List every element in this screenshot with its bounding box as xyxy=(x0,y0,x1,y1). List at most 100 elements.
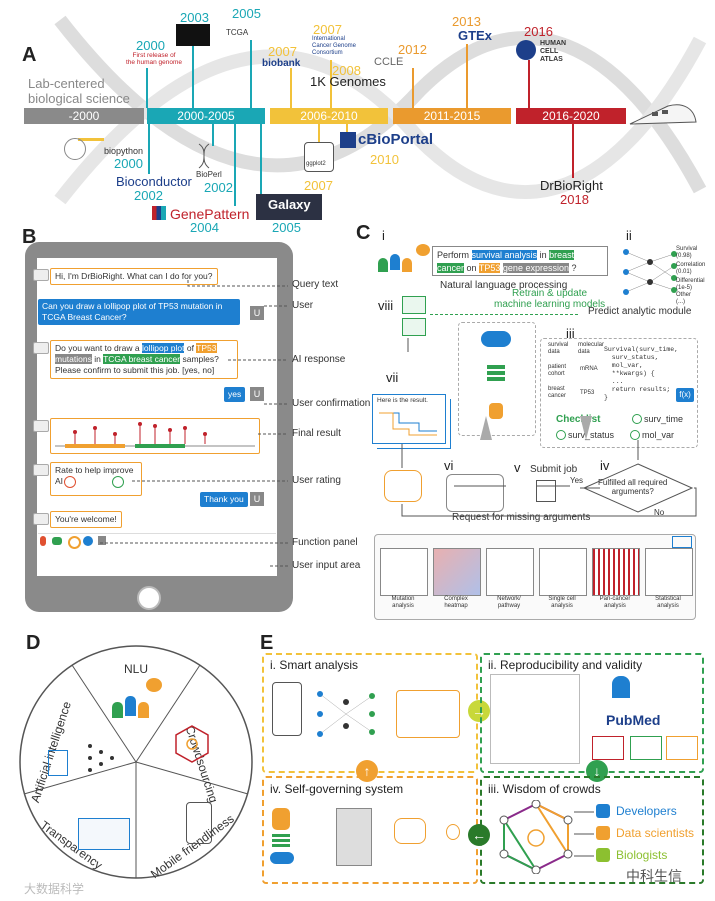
user-avatar: U xyxy=(250,306,264,320)
milestone-year: 2008 xyxy=(332,63,361,78)
connector-line xyxy=(346,124,348,132)
wisdom-of-crowds-title: iii. Wisdom of crowds xyxy=(488,782,601,796)
connector-line xyxy=(260,124,262,194)
callout-function-panel: Function panel xyxy=(292,537,358,548)
phone-icon xyxy=(272,682,302,736)
refresh-icon[interactable] xyxy=(68,536,81,549)
validated-card xyxy=(630,736,662,760)
era-bar-2006-2010: 2006-2010 xyxy=(270,108,388,124)
biopython-logo-icon xyxy=(78,128,104,141)
milestone-year: 2005 xyxy=(232,6,261,21)
submit-job-label: Submit job xyxy=(530,464,578,475)
connector-line xyxy=(212,124,214,146)
milestone-year: 2013 xyxy=(452,14,481,29)
job-document-icon xyxy=(536,480,556,502)
probability-label: Correlation (0.01) xyxy=(676,262,706,275)
milestone-text: GenePattern xyxy=(170,206,250,222)
milestone-text: DrBioRight xyxy=(540,178,603,193)
milestone-text: Galaxy xyxy=(268,197,311,212)
sad-face-icon[interactable] xyxy=(64,476,76,488)
flow-arrows xyxy=(401,338,697,517)
connector-line xyxy=(572,124,574,178)
callout-final-result: Final result xyxy=(292,428,341,439)
function-code: Survival(surv_time, surv_status, mol_var… xyxy=(604,346,679,401)
milestone-text: ggplot2 xyxy=(306,161,326,167)
upload-icon[interactable] xyxy=(98,536,106,545)
nlp-label: Natural language processing xyxy=(440,280,568,291)
tp53-label: TP53 xyxy=(580,390,595,396)
thumbnail-network[interactable] xyxy=(486,548,534,596)
milestone-year: 2016 xyxy=(524,24,553,39)
biologist-icon xyxy=(596,848,610,862)
milestone-text: 1K Genomes xyxy=(310,74,386,89)
milestone-text: cBioPortal xyxy=(358,131,434,148)
thumbnail-pan-cancer[interactable] xyxy=(592,548,640,596)
step-vii-label: vii xyxy=(386,370,399,385)
retrain-label: Retrain & update machine learning models xyxy=(494,288,606,310)
wheel-nlu: NLU xyxy=(124,662,149,676)
thumbnail-caption: Complex heatmap xyxy=(444,596,468,609)
retrain-arrow xyxy=(430,314,578,315)
milestone-text: CCLE xyxy=(374,56,404,68)
callout-query-text: Query text xyxy=(292,279,339,290)
callout-user: User xyxy=(292,300,314,311)
connector-line xyxy=(234,124,236,206)
gallery-toggle-icon[interactable] xyxy=(672,536,692,548)
happy-face-icon[interactable] xyxy=(112,476,124,488)
biologist-icon xyxy=(612,676,630,698)
era-bar-2000-2005: 2000-2005 xyxy=(147,108,265,124)
arrow-right-icon: → xyxy=(468,700,490,722)
milestone-text: Bioconductor xyxy=(116,174,192,189)
step-viii-label: viii xyxy=(378,298,394,313)
home-button[interactable] xyxy=(137,586,161,610)
user-avatar: U xyxy=(250,387,264,401)
camel-logo-icon xyxy=(64,138,86,160)
highlight-analysis: survival analysis xyxy=(471,250,538,260)
survival-data-label: survival data xyxy=(548,342,569,355)
server-icon xyxy=(487,365,505,383)
highlight-plot: lollipop plot xyxy=(141,343,185,353)
breast-cancer-label: breast cancer xyxy=(548,386,567,399)
thumbnail-statistical[interactable] xyxy=(645,548,693,596)
genepattern-logo-icon xyxy=(152,206,166,220)
panel-label-c: C xyxy=(356,222,371,244)
milestone-year: 2007 xyxy=(304,178,333,193)
step-iv-label: iv xyxy=(600,458,610,473)
thumbnail-single-cell[interactable] xyxy=(539,548,587,596)
arrow-left-icon: ← xyxy=(468,824,490,846)
step-vi-label: vi xyxy=(444,458,454,473)
watermark-right: 中科生信 xyxy=(626,868,682,884)
milestone-year: 2012 xyxy=(398,42,427,57)
thumbnail-mutation[interactable] xyxy=(380,548,428,596)
yes-confirmation-message: yes xyxy=(224,387,246,402)
highlight-cancer: TCGA breast cancer xyxy=(103,354,181,364)
server-icon xyxy=(272,834,290,848)
microphone-icon[interactable] xyxy=(40,536,46,546)
thumbnail-caption: Network/ pathway xyxy=(497,596,521,609)
response-text: Please confirm to submit this job. [yes,… xyxy=(55,365,215,375)
cbioportal-logo-icon xyxy=(340,132,356,148)
query-text: on xyxy=(466,263,477,273)
milestone-year: 2005 xyxy=(272,220,301,235)
developers-label: Developers xyxy=(616,804,677,818)
genome-image-icon xyxy=(176,24,210,46)
user-query-message: Can you draw a lollipop plot of TP53 mut… xyxy=(38,299,240,325)
thumbnail-heatmap[interactable] xyxy=(433,548,481,596)
check-circle-icon xyxy=(556,430,566,440)
rating-message: Rate to help improve AI xyxy=(50,462,142,496)
scientist-icon xyxy=(596,826,610,840)
query-text: Perform xyxy=(437,250,470,260)
robot-icon xyxy=(384,470,422,502)
highlight-gene: TP53 xyxy=(478,263,501,273)
thumbnail-caption: Mutation analysis xyxy=(391,596,415,609)
highlight-feature: gene expression xyxy=(502,263,569,273)
play-icon[interactable] xyxy=(83,536,93,546)
highlight-type: mutations xyxy=(55,354,92,364)
add-user-icon[interactable] xyxy=(52,537,62,545)
milestone-year: 2007 xyxy=(313,22,342,37)
final-result-plot[interactable] xyxy=(50,418,260,454)
lightbulb-icon xyxy=(446,824,460,840)
check-mol-var: mol_var xyxy=(642,430,675,440)
callout-leaders xyxy=(100,280,288,567)
crowd-network-icon xyxy=(499,800,573,874)
